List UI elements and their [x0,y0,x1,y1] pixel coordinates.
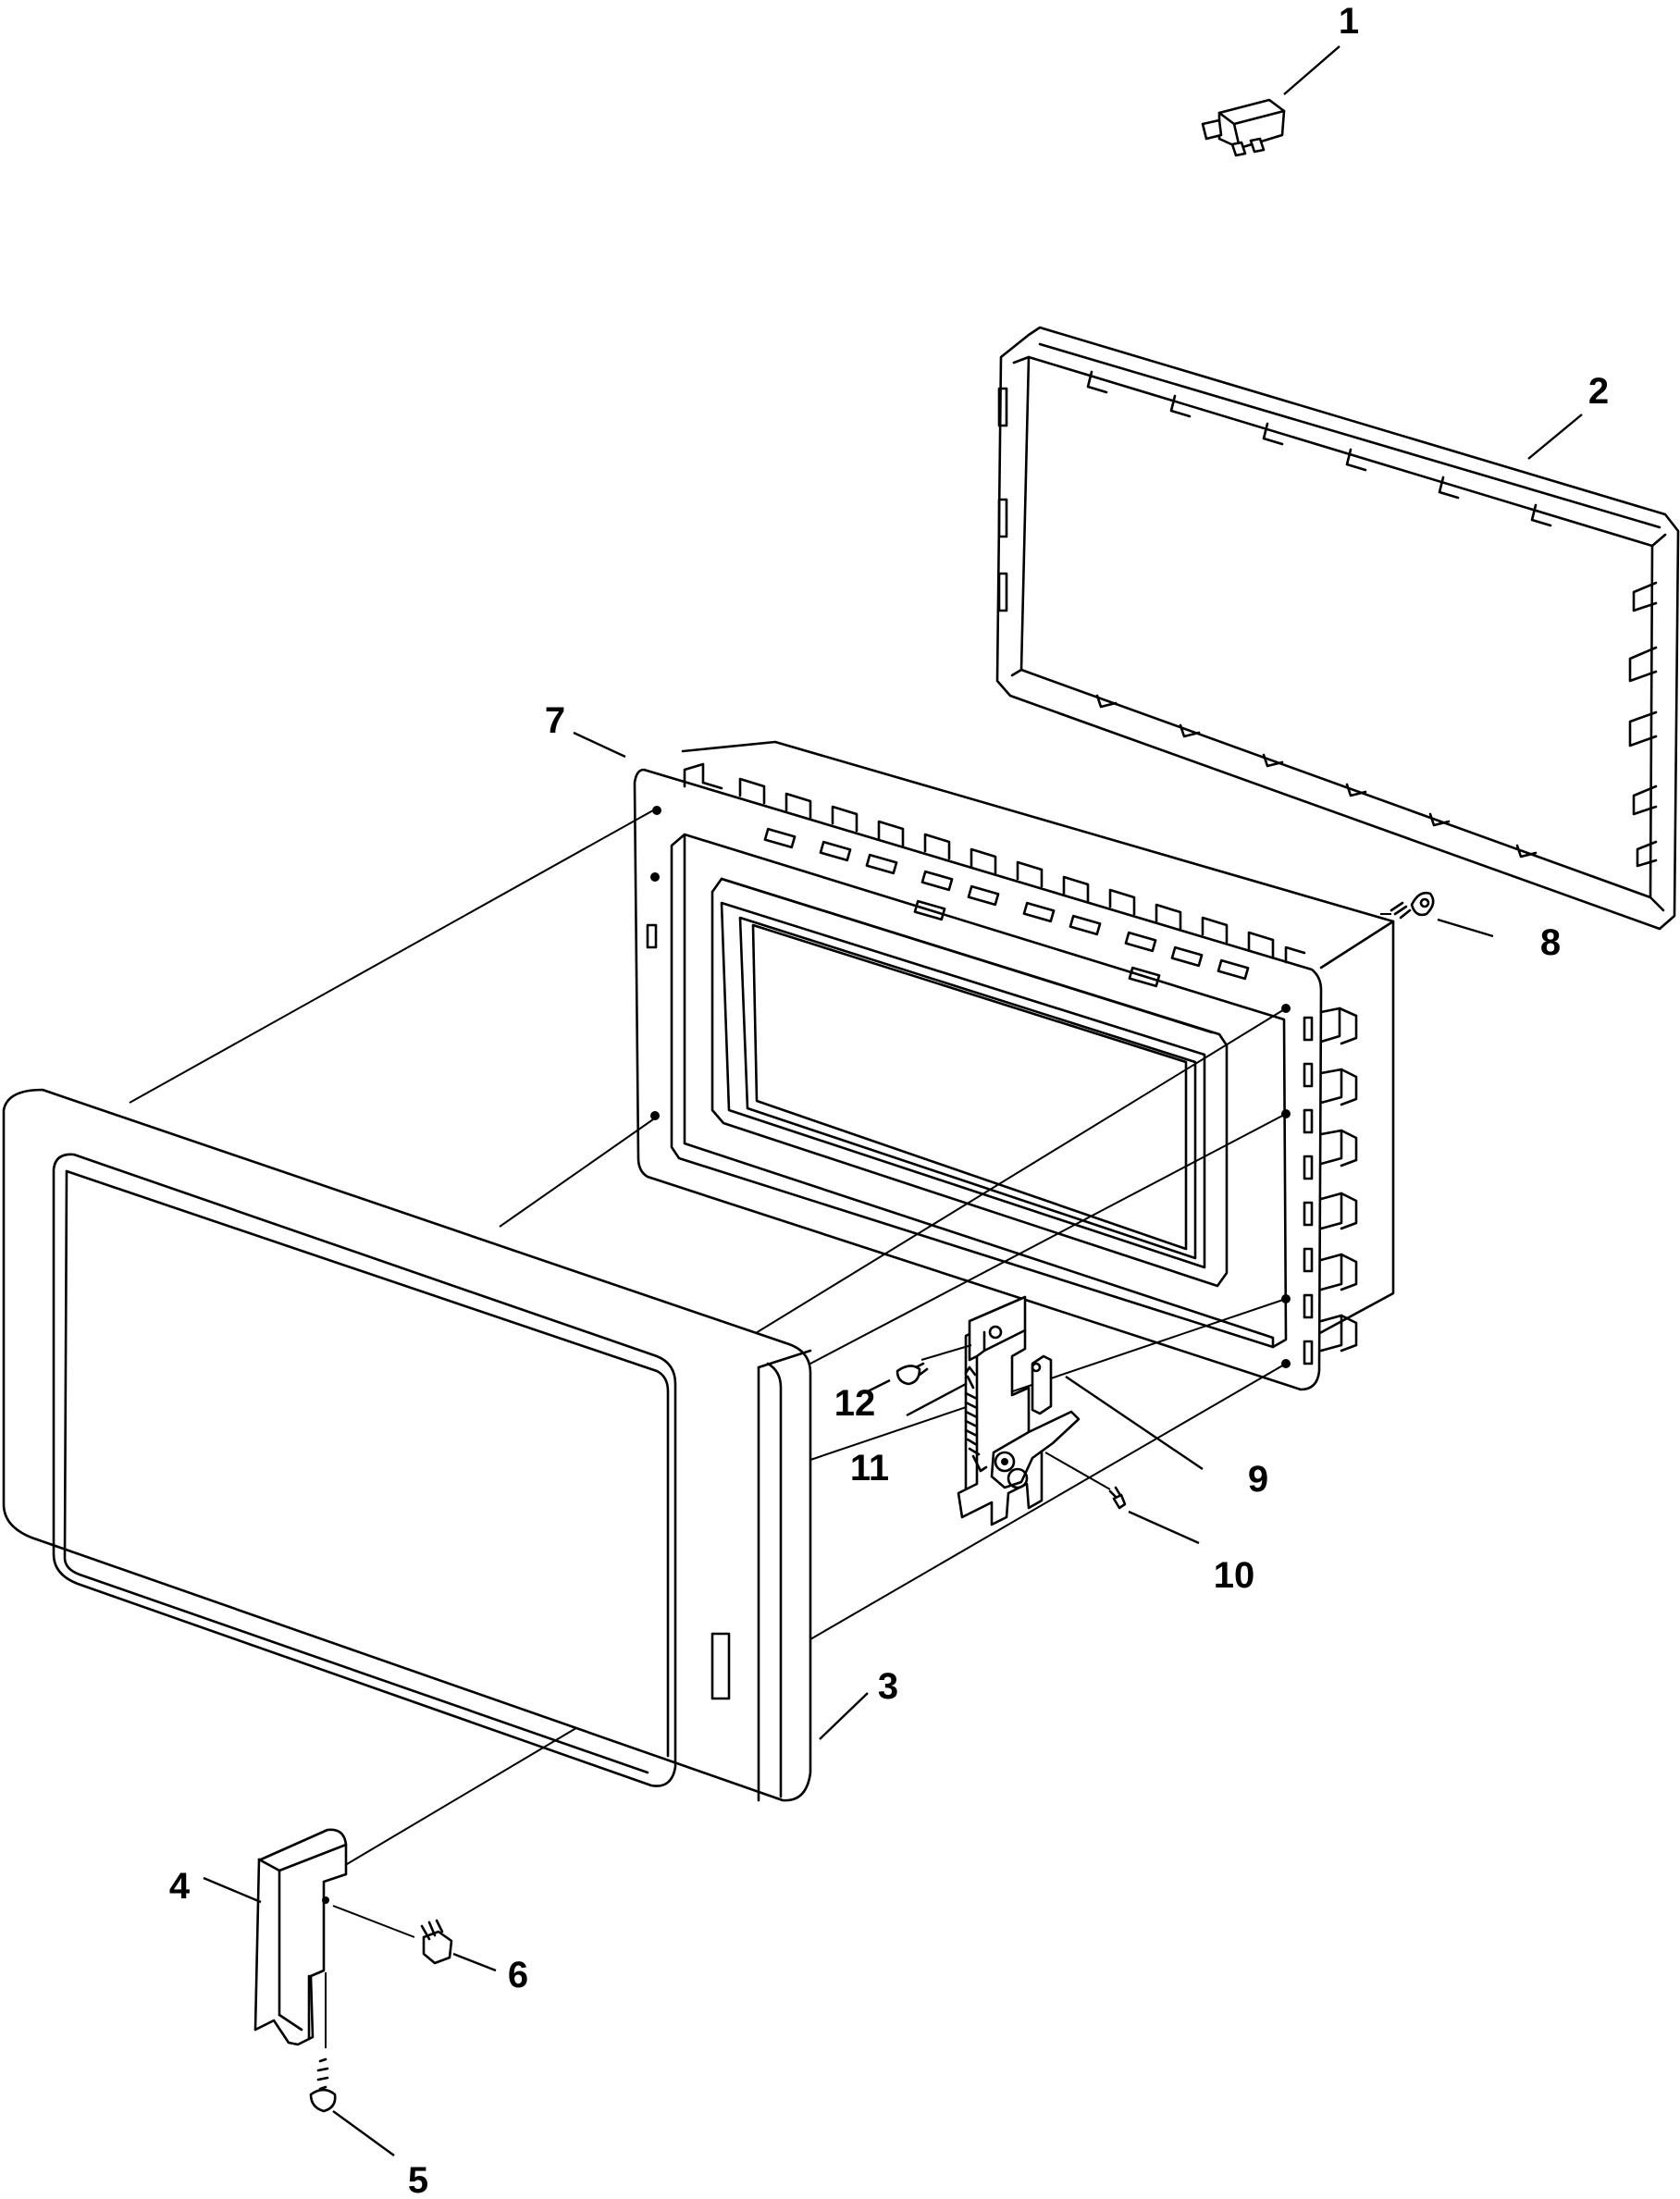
callout-labels: 1 2 3 4 5 6 7 8 9 10 11 12 [169,1,1609,2199]
part-7-door-frame [633,740,1395,1391]
callout-9: 9 [1248,1459,1268,1500]
callout-6: 6 [508,1955,528,1995]
callout-4: 4 [169,1866,191,1907]
callout-11: 11 [850,1448,889,1489]
part-2-frame [995,326,1680,931]
callout-8: 8 [1540,922,1561,963]
assembly-lines [129,809,1287,1868]
callout-12: 12 [834,1383,876,1424]
part-1-switch [1201,98,1286,157]
callout-leaders [203,45,1583,2156]
callout-7: 7 [545,700,565,741]
callout-3: 3 [878,1666,898,1707]
callout-10: 10 [1214,1555,1255,1596]
part-8-screw [1380,891,1435,920]
part-3-door [2,1088,812,1802]
part-4-latch-hook [253,1828,348,2046]
callout-1: 1 [1339,1,1359,42]
latch-mechanism [896,1295,1127,1526]
part-6-screw [332,1905,453,1965]
callout-2: 2 [1588,371,1609,412]
callout-5: 5 [408,2160,428,2199]
part-5-screw [309,1972,337,2113]
